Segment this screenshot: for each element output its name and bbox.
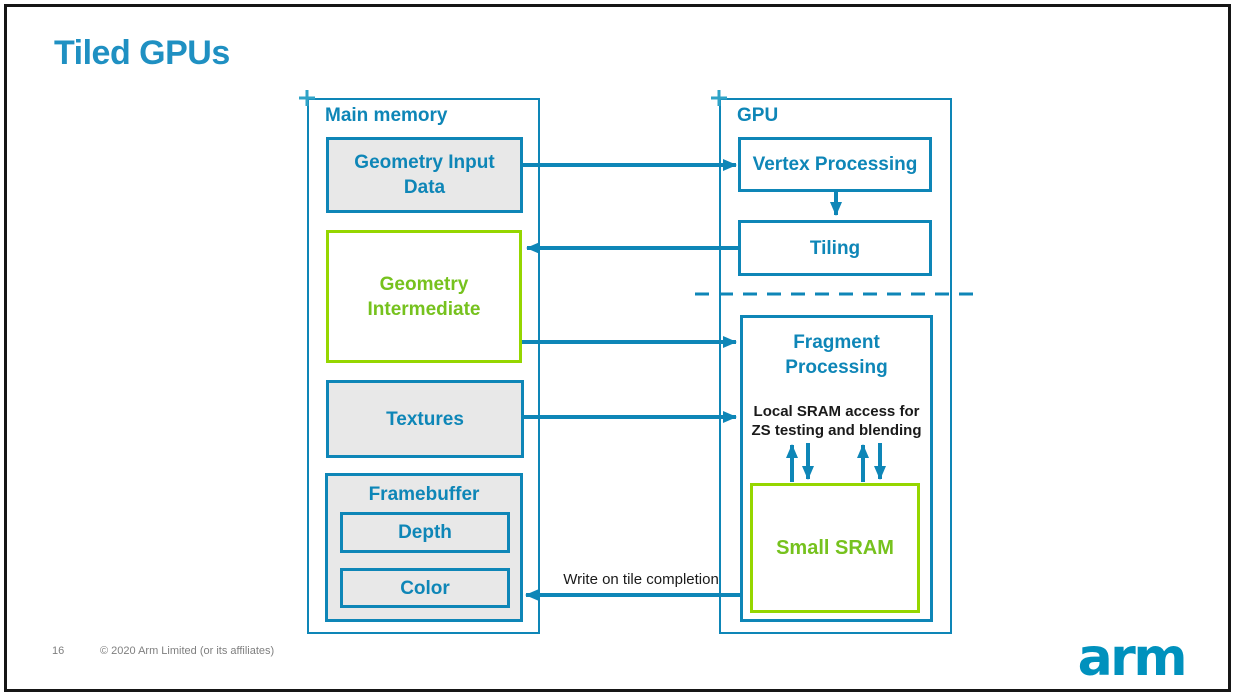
main-memory-container: Main memory Geometry Input Data Geometry… [307,98,540,634]
vertex-processing-box: Vertex Processing [738,137,932,192]
geometry-intermediate-box: Geometry Intermediate [326,230,522,363]
box-label-line: Fragment [793,332,880,353]
box-label-line: Small SRAM [776,536,894,559]
geometry-input-data-box: Geometry Input Data [326,137,523,213]
box-label-line: Data [403,177,446,198]
gpu-container: GPU Vertex Processing Tiling Fragment Pr… [719,98,952,634]
gpu-label: GPU [737,105,779,126]
depth-box: Depth [340,512,510,553]
box-label-line: Textures [386,408,464,430]
box-label-line: Geometry Input [354,152,495,173]
color-box: Color [340,568,510,608]
main-memory-label: Main memory [325,105,448,126]
arm-logo: arm [1077,628,1188,689]
slide-border [4,4,1231,692]
framebuffer-label: Framebuffer [368,484,480,505]
box-label-line: Color [400,577,450,599]
textures-box: Textures [326,380,524,458]
framebuffer-box: Framebuffer Depth Color [325,473,523,622]
box-label-line: Intermediate [367,298,481,320]
box-label-line: Processing [785,357,888,378]
local-sram-note: Local SRAM access for ZS testing and ble… [752,402,922,440]
page-title: Tiled GPUs [54,34,230,72]
small-sram-box: Small SRAM [750,483,920,613]
copyright-text: © 2020 Arm Limited (or its affiliates) [100,645,275,657]
note-line: ZS testing and blending [751,422,922,439]
box-label-line: Vertex Processing [752,154,918,175]
note-line: Local SRAM access for [753,403,920,420]
fragment-processing-box: Fragment Processing Local SRAM access fo… [740,315,933,622]
box-label-line: Geometry [379,273,469,295]
page-number: 16 [52,645,65,657]
fragment-title: Fragment Processing [785,330,887,380]
box-label-line: Depth [398,522,452,543]
tiling-box: Tiling [738,220,932,276]
box-label-line: Tiling [809,237,861,259]
write-on-tile-completion-label: Write on tile completion [563,571,719,588]
